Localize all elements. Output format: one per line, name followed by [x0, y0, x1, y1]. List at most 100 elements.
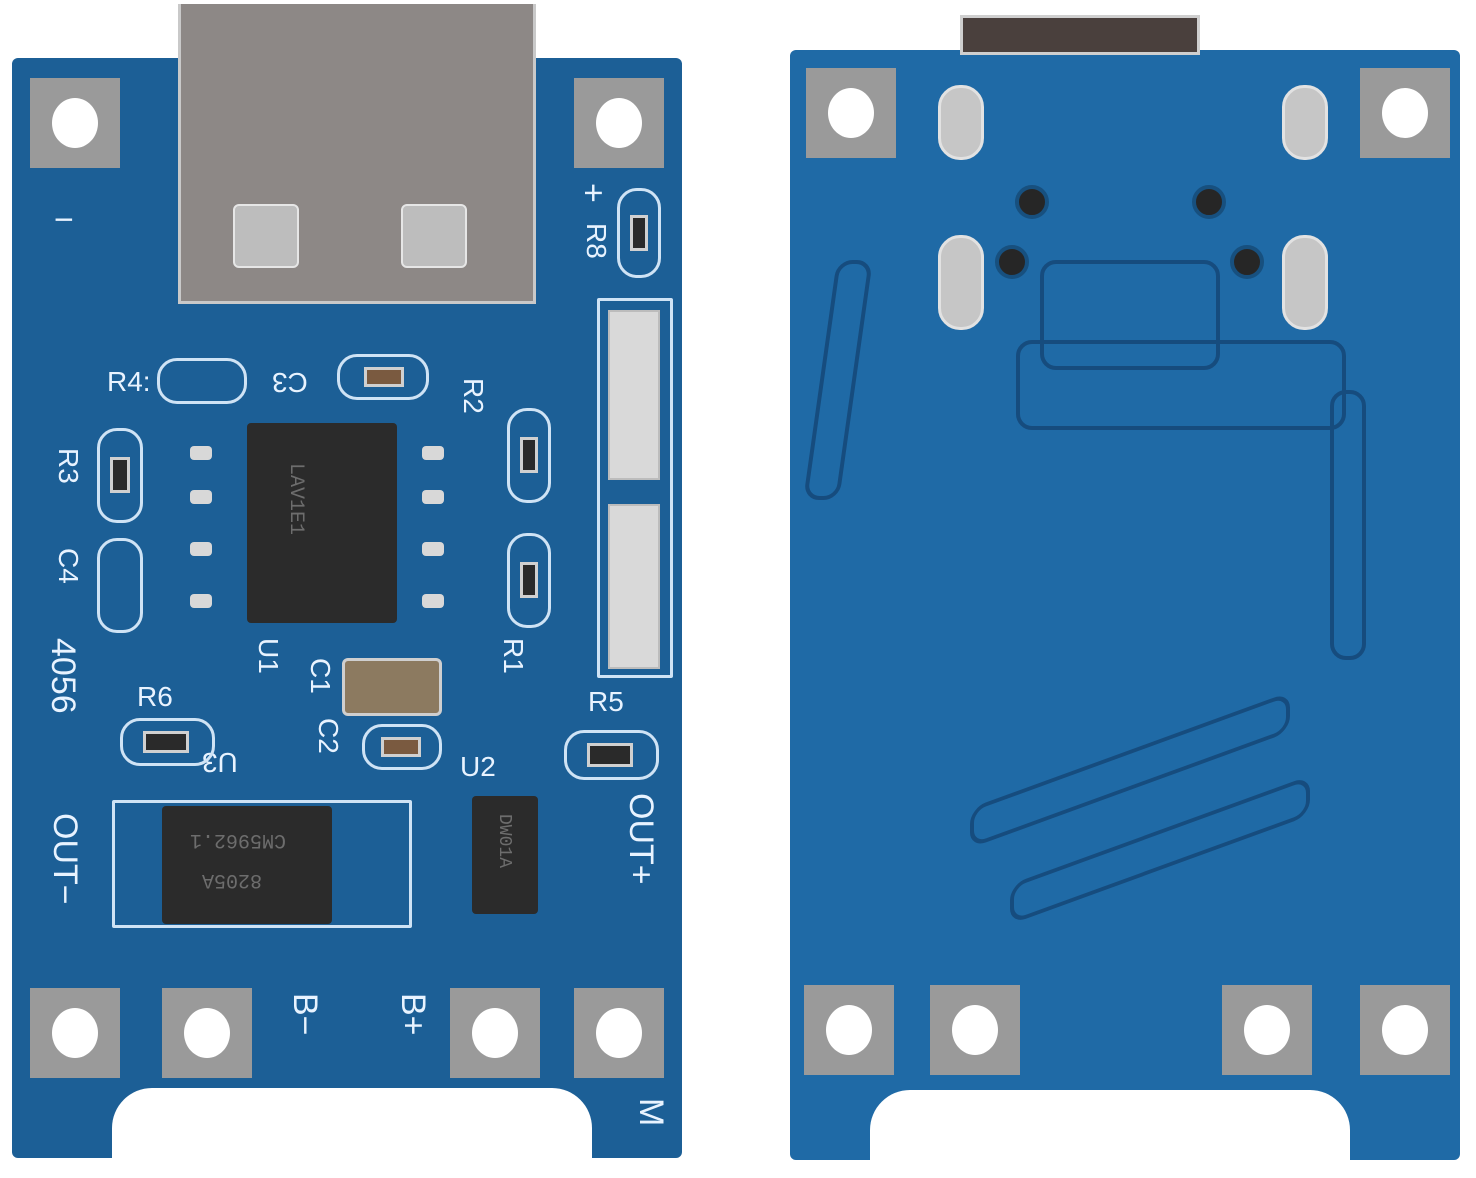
label-r6: R6 — [137, 681, 173, 712]
pad-hole — [184, 1008, 230, 1058]
via-hole — [995, 245, 1029, 279]
solder-slot — [1282, 235, 1328, 330]
copper-trace — [1016, 340, 1346, 430]
led-red — [608, 310, 660, 480]
smd-body — [364, 367, 404, 387]
pad-hole — [1244, 1005, 1290, 1055]
chip-u2-dw01a: DW01A — [472, 796, 538, 914]
usb-c-connector-rear — [960, 15, 1200, 55]
chip-u1-marking: LAV1E1 — [284, 463, 307, 536]
chip-pin — [422, 594, 444, 608]
chip-pin — [422, 446, 444, 460]
chip-pin — [190, 490, 212, 504]
pad-bottom-3 — [1222, 985, 1312, 1075]
label-out-plus: OUT+ — [622, 793, 660, 885]
label-model-4056: 4056 — [44, 638, 82, 714]
led-green — [608, 504, 660, 669]
pad-hole — [1382, 88, 1428, 138]
label-r5: R5 — [588, 686, 624, 717]
label-c1: C1 — [305, 658, 336, 694]
via-hole — [1230, 245, 1264, 279]
pad-top-right — [1360, 68, 1450, 158]
resistor-r3 — [97, 428, 143, 523]
label-r1: R1 — [498, 638, 529, 674]
chip-pin — [190, 542, 212, 556]
pcb-back-view — [790, 15, 1460, 1160]
pad-b-minus — [162, 988, 252, 1078]
smd-body — [381, 737, 421, 757]
pad-bottom-4 — [1360, 985, 1450, 1075]
smd-body — [520, 562, 538, 598]
pad-hole — [952, 1005, 998, 1055]
pad-hole — [1382, 1005, 1428, 1055]
label-c3: C3 — [272, 367, 308, 398]
u3-outline — [112, 800, 412, 928]
capacitor-c1 — [342, 658, 442, 716]
solder-slot — [938, 235, 984, 330]
board-notch — [870, 1090, 1350, 1160]
pad-top-left — [30, 78, 120, 168]
chip-u3-marking-1: CM5962.1 — [190, 828, 287, 851]
pcb-front-view: − + R8 R4: C3 R2 R3 C4 4056 U1 C1 R1 R6 … — [12, 4, 682, 1168]
chip-u2-marking: DW01A — [494, 814, 514, 869]
label-u2: U2 — [460, 751, 496, 782]
capacitor-c4 — [97, 538, 143, 633]
label-b-plus: B+ — [394, 993, 432, 1036]
smd-body — [110, 457, 130, 493]
pad-out-minus — [30, 988, 120, 1078]
copper-trace — [1040, 260, 1220, 370]
pad-bottom-2 — [930, 985, 1020, 1075]
usb-shell-tab — [233, 204, 299, 268]
chip-u3-8205a: CM5962.1 8205A — [162, 806, 332, 924]
smd-body — [630, 215, 648, 251]
chip-u1-tp4056: LAV1E1 — [247, 423, 397, 623]
copper-trace — [803, 260, 873, 500]
pad-hole — [596, 1008, 642, 1058]
label-plus: + — [574, 183, 612, 203]
label-c2: C2 — [313, 718, 344, 754]
resistor-r5 — [564, 730, 659, 780]
copper-trace — [1330, 390, 1366, 660]
chip-pin — [422, 542, 444, 556]
label-c4: C4 — [53, 548, 84, 584]
label-r2: R2 — [458, 378, 489, 414]
smd-body — [587, 743, 633, 767]
pad-b-plus — [450, 988, 540, 1078]
pad-hole — [826, 1005, 872, 1055]
pad-hole — [828, 88, 874, 138]
chip-pin — [422, 490, 444, 504]
capacitor-c3 — [337, 354, 429, 400]
smd-body — [520, 437, 538, 473]
usb-c-connector — [178, 4, 536, 304]
label-out-minus: OUT− — [46, 813, 84, 905]
pad-out-plus — [574, 988, 664, 1078]
label-r8: R8 — [581, 223, 612, 259]
resistor-r2 — [507, 408, 551, 503]
label-minus: − — [54, 201, 74, 239]
solder-slot — [1282, 85, 1328, 160]
pad-top-left — [806, 68, 896, 158]
resistor-r1 — [507, 533, 551, 628]
label-u1: U1 — [253, 638, 284, 674]
smd-body — [143, 731, 189, 753]
pad-hole — [472, 1008, 518, 1058]
chip-pin — [190, 446, 212, 460]
label-b-minus: B− — [286, 993, 324, 1036]
chip-u3-marking-2: 8205A — [202, 868, 263, 891]
pad-hole — [52, 1008, 98, 1058]
resistor-r8 — [617, 188, 661, 278]
pad-hole — [596, 98, 642, 148]
via-hole — [1015, 185, 1049, 219]
pad-bottom-1 — [804, 985, 894, 1075]
pad-hole — [52, 98, 98, 148]
capacitor-c2 — [362, 724, 442, 770]
usb-shell-tab — [401, 204, 467, 268]
resistor-r4 — [157, 358, 247, 404]
label-r4: R4: — [107, 366, 151, 397]
label-r3: R3 — [53, 448, 84, 484]
board-notch — [112, 1088, 592, 1168]
pad-top-right — [574, 78, 664, 168]
label-m: M — [632, 1098, 670, 1127]
led-frame — [597, 298, 673, 678]
resistor-r6 — [120, 718, 215, 766]
